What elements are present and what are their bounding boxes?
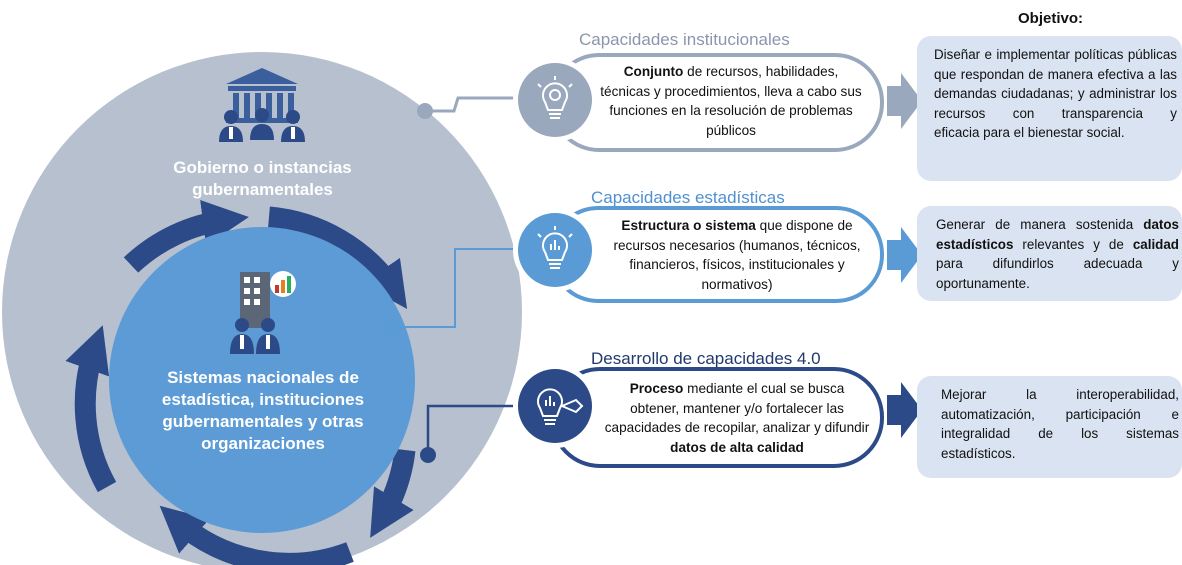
row-title-statistical: Capacidades estadísticas: [591, 188, 785, 207]
objective-text-institutional: Diseñar e implementar políticas públicas…: [934, 45, 1177, 143]
chart-badge-icon: [270, 271, 296, 297]
objective-p2-statistical: relevantes y de: [1013, 236, 1133, 252]
definition-text-institutional: Conjunto de recursos, habilidades, técni…: [600, 62, 862, 140]
office-building-icon: [240, 272, 270, 328]
objective-b1-statistical: datos estadísticos: [936, 217, 1179, 252]
objective-p1-statistical: Generar de manera sostenida: [936, 217, 1144, 232]
objective-box-statistical: [917, 206, 1182, 301]
definition-text-development: Proceso mediante el cual se busca obtene…: [604, 379, 870, 457]
arrow-development: [887, 382, 922, 438]
inner-circle-label: Sistemas nacionales de estadística, inst…: [161, 368, 365, 453]
cycle-arrows: [65, 200, 416, 565]
objective-b2-statistical: calidad: [1132, 236, 1179, 252]
arrow-statistical: [887, 227, 922, 283]
objective-main-institutional: Diseñar e implementar políticas públicas…: [934, 47, 1177, 121]
connector-statistical: [385, 248, 520, 335]
cycle-arrow-left: [65, 325, 117, 493]
objective-main-development: Mejorar la interoperabilidad, automatiza…: [941, 387, 1179, 442]
objective-text-development: Mejorar la interoperabilidad, automatiza…: [941, 385, 1179, 463]
connector-development: [420, 404, 520, 463]
cycle-arrow-lower-right: [370, 448, 416, 538]
objective-text-statistical: Generar de manera sostenida datos estadí…: [936, 215, 1179, 293]
row-title-development: Desarrollo de capacidades 4.0: [591, 349, 821, 368]
objective-last-development: estadísticos.: [941, 445, 1016, 461]
definition-text-statistical: Estructura o sistema que dispone de recu…: [598, 216, 876, 294]
definition-bold-development: Proceso: [629, 381, 684, 396]
objective-header: Objetivo:: [1018, 10, 1084, 27]
objective-last-institutional: eficacia para el bienestar social.: [934, 125, 1125, 141]
cycle-arrow-right: [267, 206, 408, 310]
outer-circle-label: Gobierno o instancias gubernamentales: [173, 158, 352, 199]
definition-bold-statistical: Estructura o sistema: [621, 218, 756, 233]
lightbulb-chart-icon: [537, 226, 573, 269]
row-title-institutional: Capacidades institucionales: [579, 30, 790, 49]
definition-rest-development: mediante el cual se busca obtener, mante…: [604, 381, 870, 436]
definition-rest-institutional: de recursos, habilidades, técnicas y pro…: [600, 64, 862, 138]
connector-institutional: [417, 96, 520, 119]
people-icon-inner: [230, 318, 280, 354]
objective-last-statistical: oportunamente.: [936, 275, 1030, 291]
objective-p3-statistical: para difundirlos adecuada y: [936, 256, 1179, 272]
lightbulb-chart-tag-icon: [537, 388, 584, 425]
definition-bold2-development: datos de alta calidad: [670, 439, 804, 455]
cycle-arrow-top: [123, 200, 249, 273]
objective-box-institutional: [917, 36, 1182, 181]
objective-box-development: [917, 376, 1182, 478]
lightbulb-gear-icon: [537, 76, 573, 119]
cycle-arrow-bottom: [159, 505, 354, 565]
definition-rest-statistical: que dispone de recursos necesarios (huma…: [613, 218, 861, 292]
definition-bold-institutional: Conjunto: [623, 64, 684, 79]
inner-circle: [109, 227, 415, 533]
arrow-institutional: [887, 73, 922, 129]
people-icon-top: [219, 108, 305, 142]
